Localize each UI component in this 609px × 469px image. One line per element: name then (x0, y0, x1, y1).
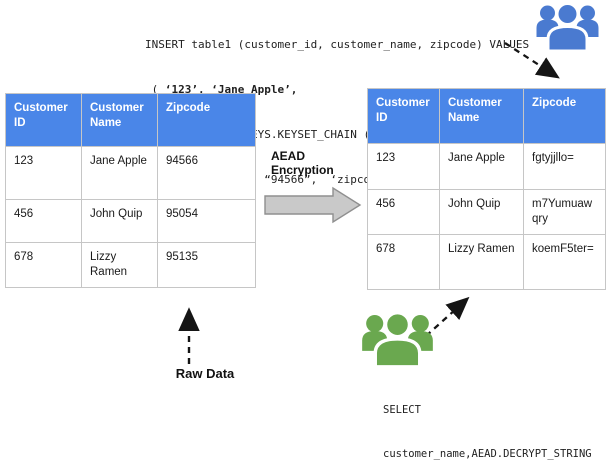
arrow-users-to-encrypted-table (504, 42, 560, 79)
cell-customer-id: 678 (367, 233, 440, 290)
cell-customer-id: 456 (5, 199, 82, 243)
cell-customer-name: Jane Apple (81, 146, 158, 200)
raw-data-label: Raw Data (175, 366, 235, 381)
cell-customer-name: Lizzy Ramen (439, 233, 524, 290)
column-header: Customer Name (81, 93, 158, 147)
cell-customer-name: John Quip (81, 199, 158, 243)
cell-customer-id: 123 (5, 146, 82, 200)
cell-customer-name: John Quip (439, 189, 524, 235)
table-header-row: Customer ID Customer Name Zipcode (367, 88, 606, 144)
select-sql-line: SELECT (383, 404, 421, 416)
select-sql-code: SELECT customer_name,AEAD.DECRYPT_STRING… (383, 374, 592, 469)
cell-customer-id: 456 (367, 189, 440, 235)
table-row: 678 Lizzy Ramen koemF5ter= (367, 233, 606, 290)
cell-zipcode-encrypted: koemF5ter= (523, 233, 606, 290)
column-header: Customer ID (5, 93, 82, 147)
cell-customer-name: Jane Apple (439, 143, 524, 190)
insert-sql-line: INSERT table1 (customer_id, customer_nam… (145, 38, 530, 51)
users-group-icon-blue (536, 2, 599, 52)
cell-customer-name: Lizzy Ramen (81, 242, 158, 288)
table-row: 123 Jane Apple 94566 (5, 146, 256, 200)
table-header-row: Customer ID Customer Name Zipcode (5, 93, 256, 147)
cell-customer-id: 678 (5, 242, 82, 288)
encrypted-data-table: Customer ID Customer Name Zipcode 123 Ja… (367, 88, 606, 290)
cell-zipcode: 95054 (157, 199, 256, 243)
cell-customer-id: 123 (367, 143, 440, 190)
raw-data-table: Customer ID Customer Name Zipcode 123 Ja… (5, 93, 256, 288)
table-row: 123 Jane Apple fgtyjjllo= (367, 143, 606, 190)
cell-zipcode: 95135 (157, 242, 256, 288)
column-header: Zipcode (523, 88, 606, 144)
cell-zipcode-encrypted: fgtyjjllo= (523, 143, 606, 190)
aead-encryption-label: AEAD Encryption (271, 149, 334, 177)
column-header: Customer Name (439, 88, 524, 144)
users-group-icon-green (362, 311, 433, 368)
table-row: 456 John Quip 95054 (5, 199, 256, 243)
column-header: Zipcode (157, 93, 256, 147)
arrow-users-to-table-bottom (425, 296, 470, 337)
insert-sql-line: ( ‘123’, ‘Jane Apple’, (145, 83, 298, 96)
cell-zipcode: 94566 (157, 146, 256, 200)
column-header: Customer ID (367, 88, 440, 144)
cell-zipcode-encrypted: m7Yumuawqry (523, 189, 606, 235)
arrow-rawdata-to-table (178, 307, 200, 364)
table-row: 678 Lizzy Ramen 95135 (5, 242, 256, 288)
select-sql-line: customer_name,AEAD.DECRYPT_STRING (383, 447, 592, 460)
encryption-block-arrow (264, 186, 362, 224)
table-row: 456 John Quip m7Yumuawqry (367, 189, 606, 235)
